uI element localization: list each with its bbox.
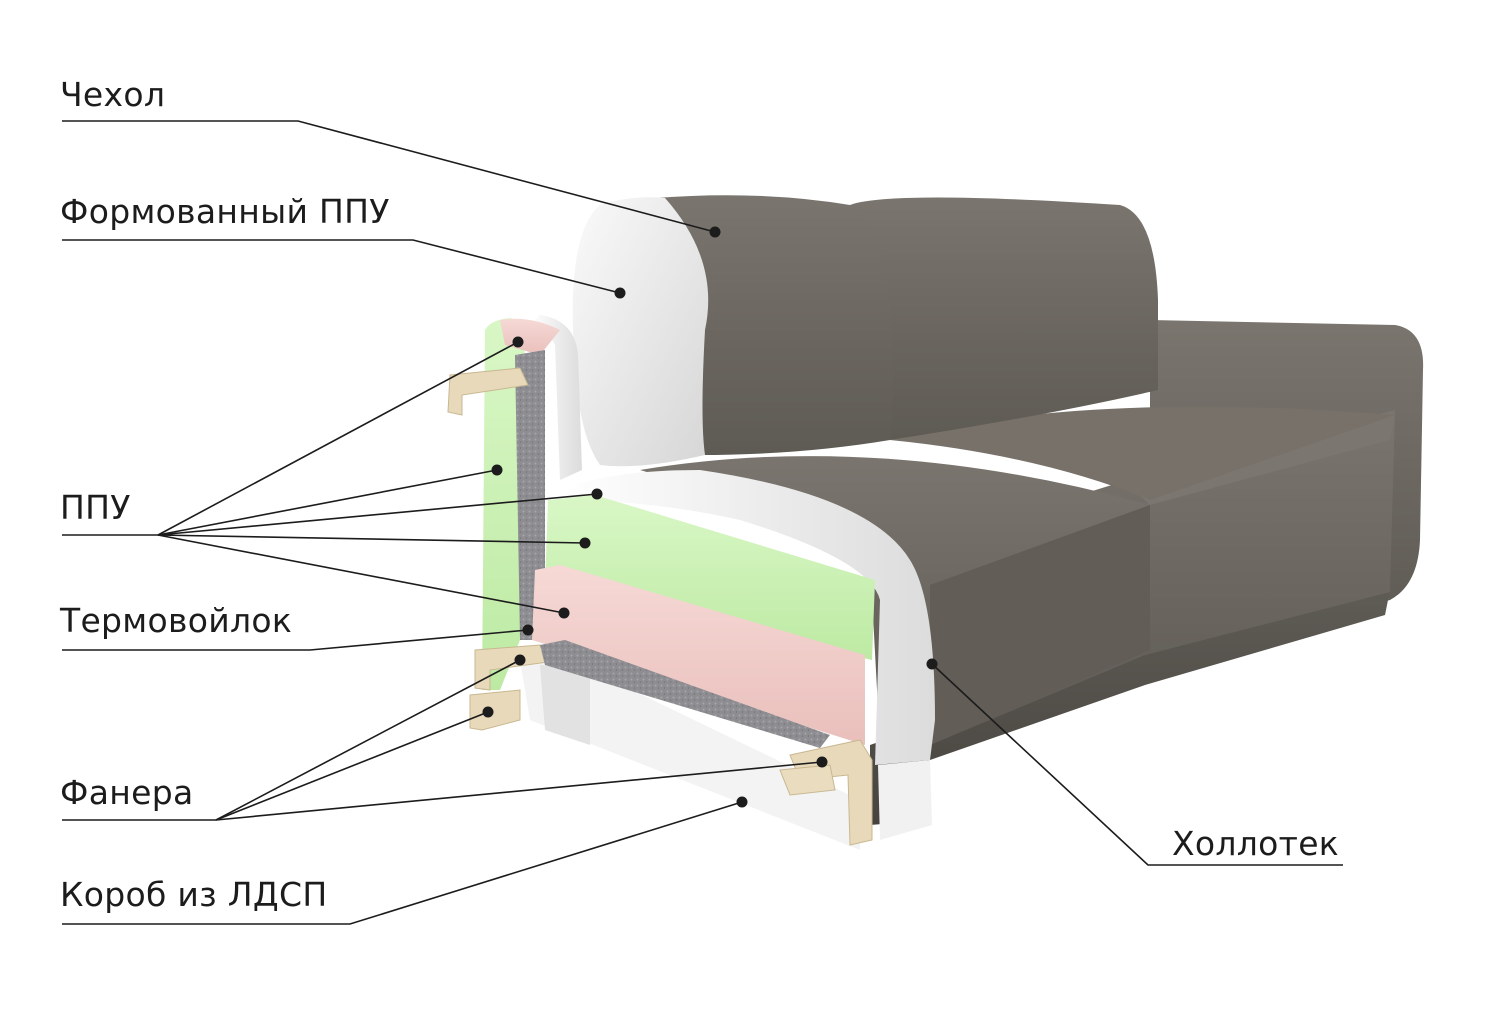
leader-dots (482, 226, 938, 808)
arm-green-foam (482, 318, 525, 690)
chipboard-box-side (540, 665, 590, 745)
label-thermo-felt: Термовойлок (60, 601, 293, 640)
seat-pink-foam (532, 565, 865, 745)
label-plywood: Фанера (60, 773, 194, 812)
label-chipboard-box: Короб из ЛДСП (60, 875, 328, 914)
seat-plywood-front-2 (779, 764, 836, 796)
back-cushion-molded-foam (572, 197, 709, 467)
seat-cushion-right-top (890, 406, 1395, 500)
back-cushion-left-cover (655, 195, 893, 455)
seat-white-wrap (560, 470, 935, 765)
arm-plywood-bottom (469, 689, 521, 731)
arm-white-layer (530, 315, 582, 480)
leader-lines (62, 120, 1343, 925)
seat-green-foam (545, 495, 875, 660)
arm-plywood-upper (447, 367, 529, 416)
seat-felt (540, 640, 830, 748)
arm-felt (515, 350, 545, 640)
label-hollotex: Холлотек (1172, 824, 1340, 863)
label-cover: Чехол (60, 75, 166, 114)
label-molded-foam: Формованный ППУ (60, 192, 390, 231)
front-white-edge (878, 760, 932, 840)
seat-cushion-left-front (930, 505, 1150, 745)
back-cushion-right (850, 197, 1158, 440)
label-foam: ППУ (60, 488, 131, 527)
sofa-base-front (870, 590, 1390, 825)
chipboard-box (520, 660, 860, 850)
